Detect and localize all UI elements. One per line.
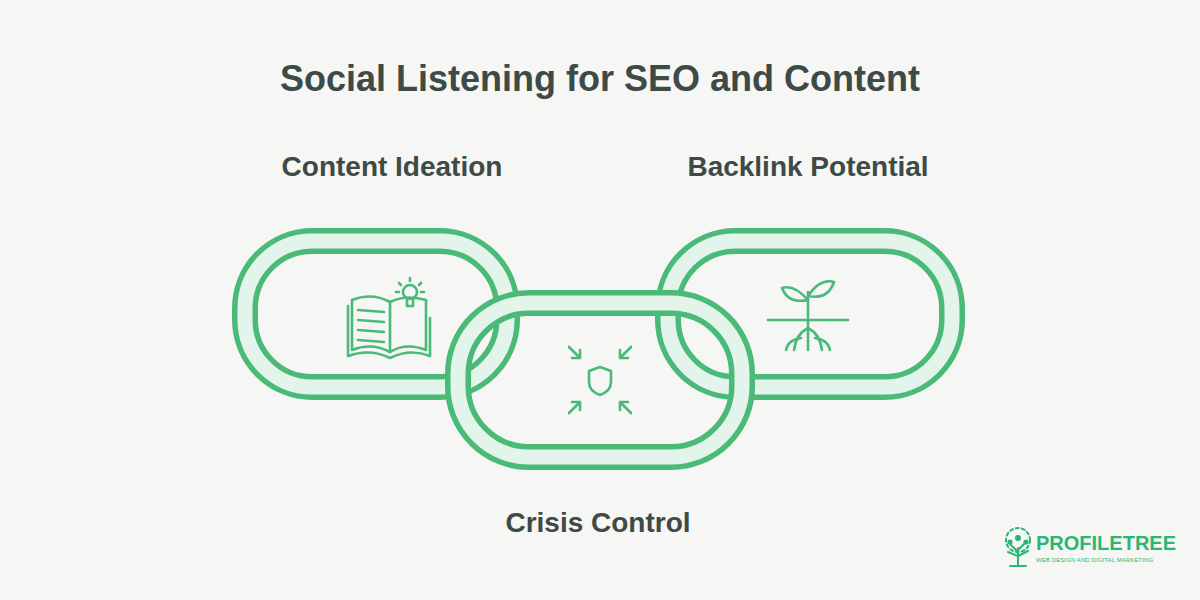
link-outline bbox=[445, 290, 755, 470]
chain-link: Crisis Control bbox=[445, 290, 755, 470]
shield-arrows-icon bbox=[569, 347, 631, 413]
link-band bbox=[668, 241, 952, 387]
logo-wordmark: PROFILETREE bbox=[1036, 531, 1176, 555]
logo-tree-icon bbox=[1006, 528, 1030, 566]
link-heading: Content Ideation bbox=[232, 150, 552, 184]
link-heading: Backlink Potential bbox=[638, 150, 978, 184]
link-band bbox=[668, 241, 952, 387]
logo-tagline: WEB DESIGN AND DIGITAL MARKETING bbox=[1036, 556, 1153, 564]
diagram-title: Social Listening for SEO and Content bbox=[0, 58, 1200, 100]
link-heading: Crisis Control bbox=[438, 506, 758, 540]
book-idea-icon bbox=[348, 278, 430, 358]
plant-roots-icon bbox=[768, 281, 848, 350]
